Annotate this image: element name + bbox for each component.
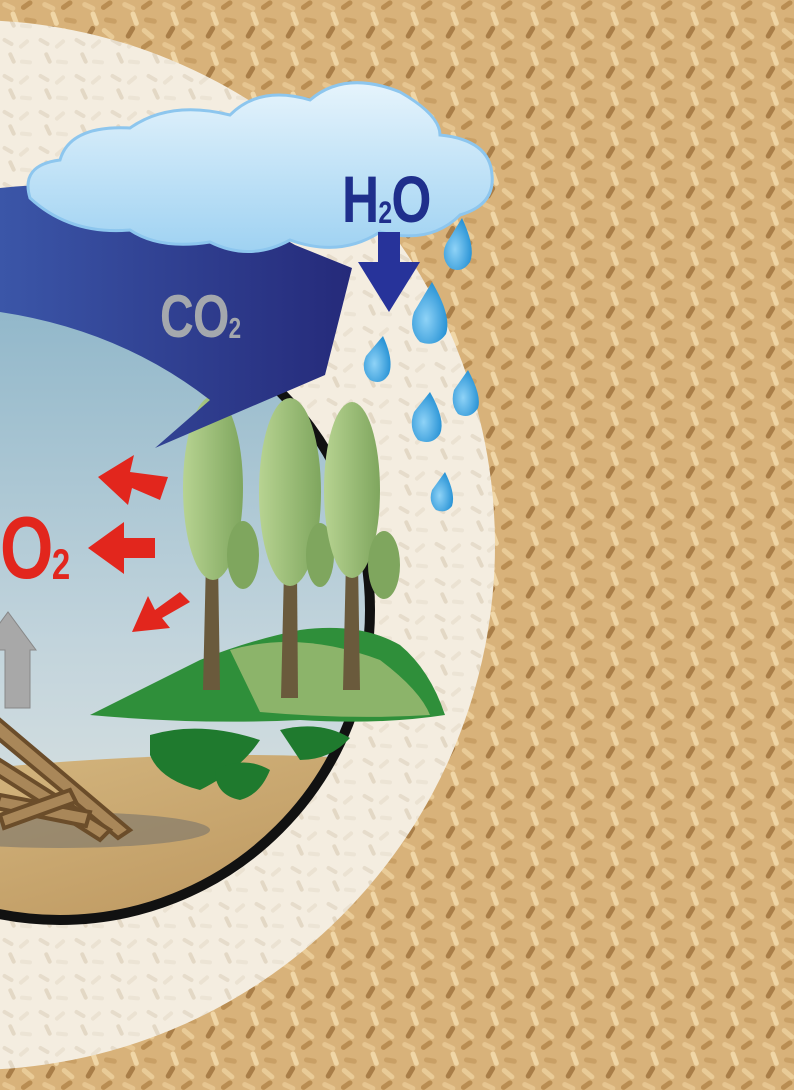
raindrop-icon (363, 218, 479, 512)
up-arrow-icon (0, 611, 37, 709)
h2o-label: H2O (342, 162, 431, 236)
h2o-down-arrow-icon (358, 232, 420, 312)
co2-label: CO2 (160, 283, 241, 350)
o2-label: O2 (0, 498, 70, 597)
tree-icon (183, 396, 259, 690)
tree-icon (259, 398, 334, 698)
arrow-icon (88, 455, 190, 632)
tree-icon (324, 402, 400, 690)
log-pile-icon (0, 717, 134, 843)
cloud-icon (26, 81, 494, 253)
